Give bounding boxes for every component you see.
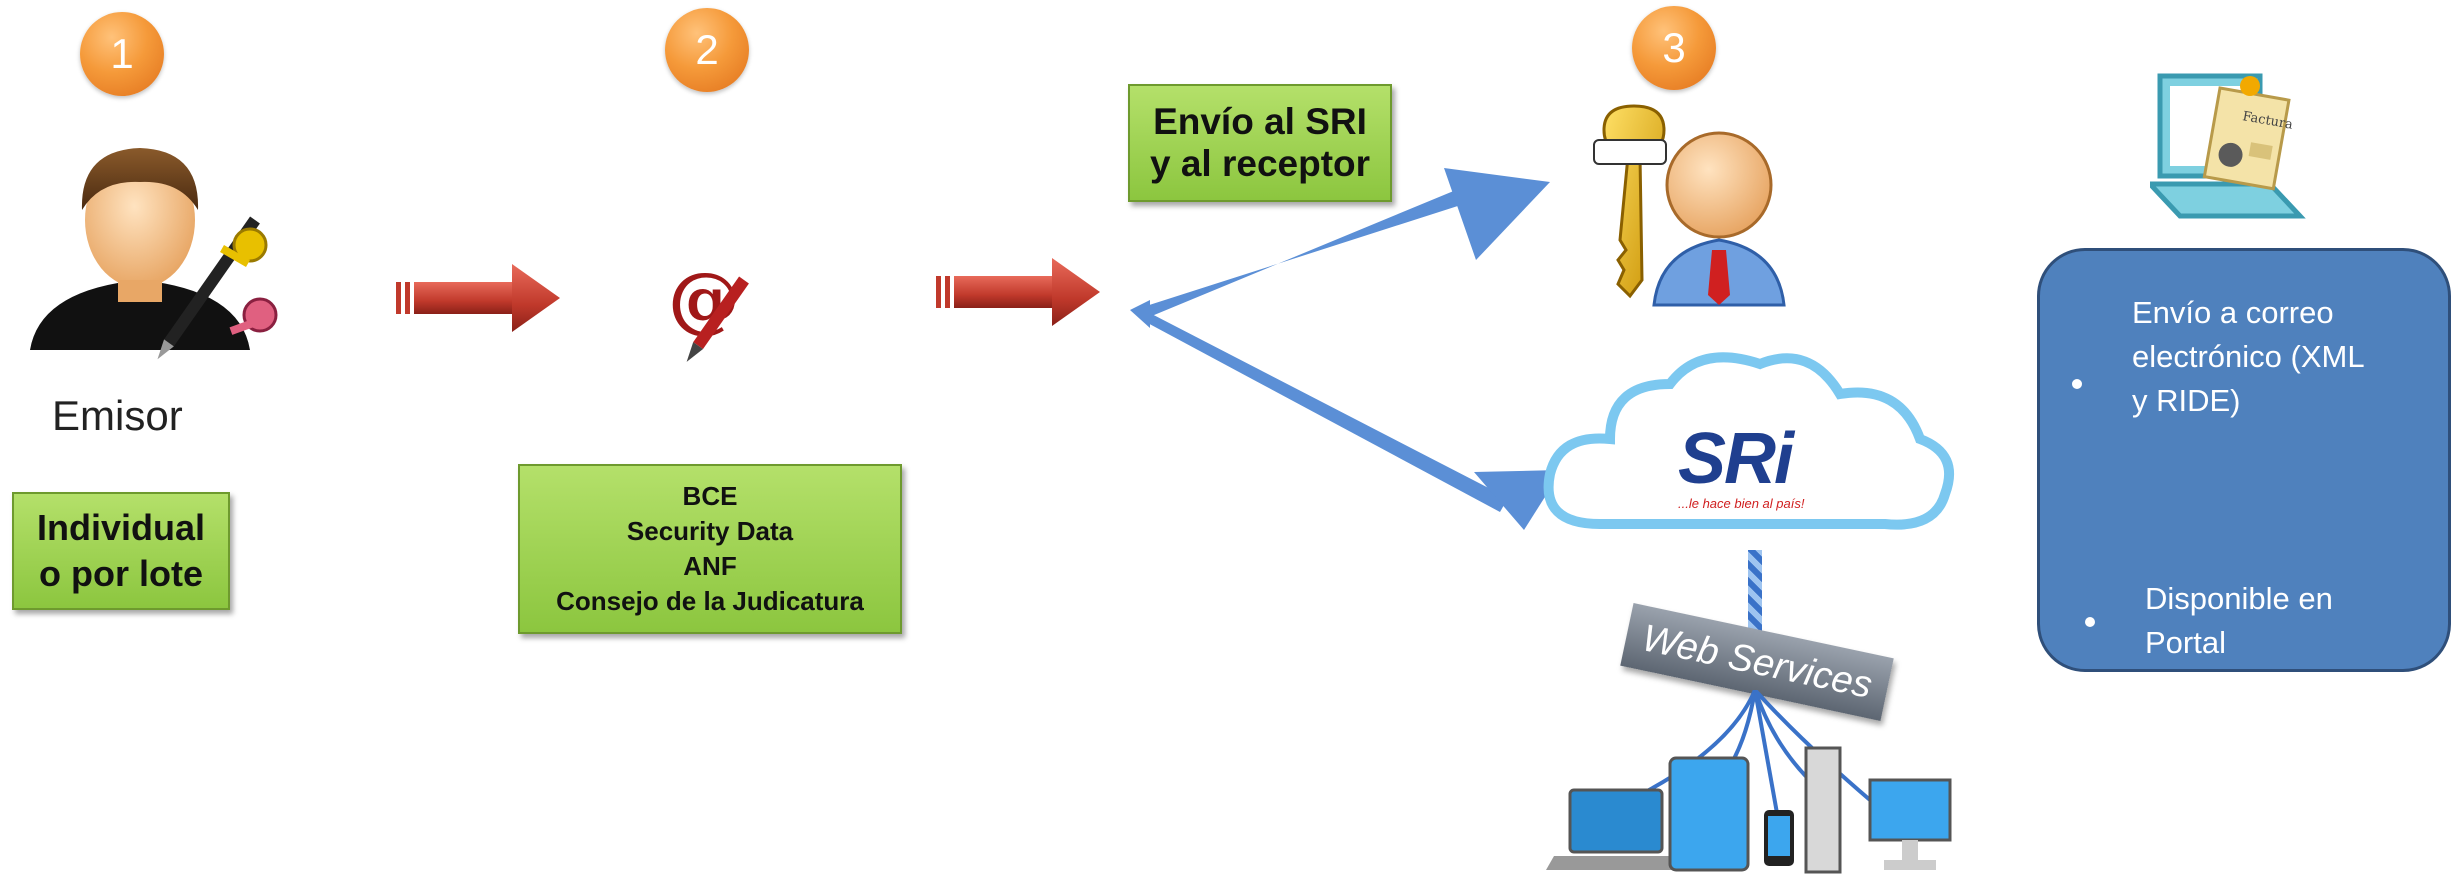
certifier-anf: ANF [683,551,737,581]
emisor-mode-line2: o por lote [39,553,203,594]
emisor-mode-box: Individual o por lote [12,492,230,610]
info-item-ride-line1: Impresión de [2145,773,2325,808]
email-at-icon: @ [668,256,749,362]
envio-box: Envío al SRI y al receptor [1128,84,1392,202]
info-item-portal-line1: Disponible en [2145,581,2333,616]
red-arrow-1 [396,264,560,332]
info-item-email-line3: y RIDE) [2132,383,2241,418]
info-item-ride: Impresión de RIDE [2091,769,2451,857]
step-1-badge: 1 [80,12,164,96]
info-item-email-line1: Envío a correo [2132,295,2334,330]
info-item-ride-line2: RIDE [2145,817,2220,852]
envio-line2: y al receptor [1149,143,1371,184]
info-box: Envío a correo electrónico (XML y RIDE) … [2037,248,2451,852]
client-devices-icon [1546,690,1952,874]
step-1-number: 1 [110,30,134,77]
step-3-badge: 3 [1632,6,1716,90]
blue-split-arrows [1130,168,1560,530]
certifier-bce: BCE [682,481,738,511]
info-item-email: Envío a correo electrónico (XML y RIDE) [2072,291,2451,423]
red-arrow-2 [936,258,1100,326]
info-item-email-line2: electrónico (XML [2132,339,2365,374]
info-item-portal-line2: Portal [2145,625,2226,660]
emisor-mode-line1: Individual [36,507,205,548]
envio-line1: Envío al SRI [1153,101,1367,142]
bullet [2072,379,2082,389]
certifiers-box: BCE Security Data ANF Consejo de la Judi… [518,464,902,634]
bullet [2091,787,2101,797]
bullet [2085,617,2095,627]
info-item-portal: Disponible en Portal [2085,577,2451,665]
emisor-person-icon [30,148,278,360]
invoice-laptop-icon: Factura [2150,73,2306,219]
sri-logo: SRi [1678,419,1794,499]
sri-slogan: ...le hace bien al país! [1678,496,1805,511]
info-list: Envío a correo electrónico (XML y RIDE) … [2040,251,2451,852]
step-2-badge: 2 [665,8,749,92]
step-2-number: 2 [695,26,719,73]
certifier-security-data: Security Data [626,516,794,546]
sri-cloud-icon [1543,352,1954,530]
receptor-user-key-icon [1593,104,1786,307]
emisor-label: Emisor [52,392,183,439]
certifier-consejo: Consejo de la Judicatura [556,586,864,616]
step-3-number: 3 [1662,24,1686,71]
